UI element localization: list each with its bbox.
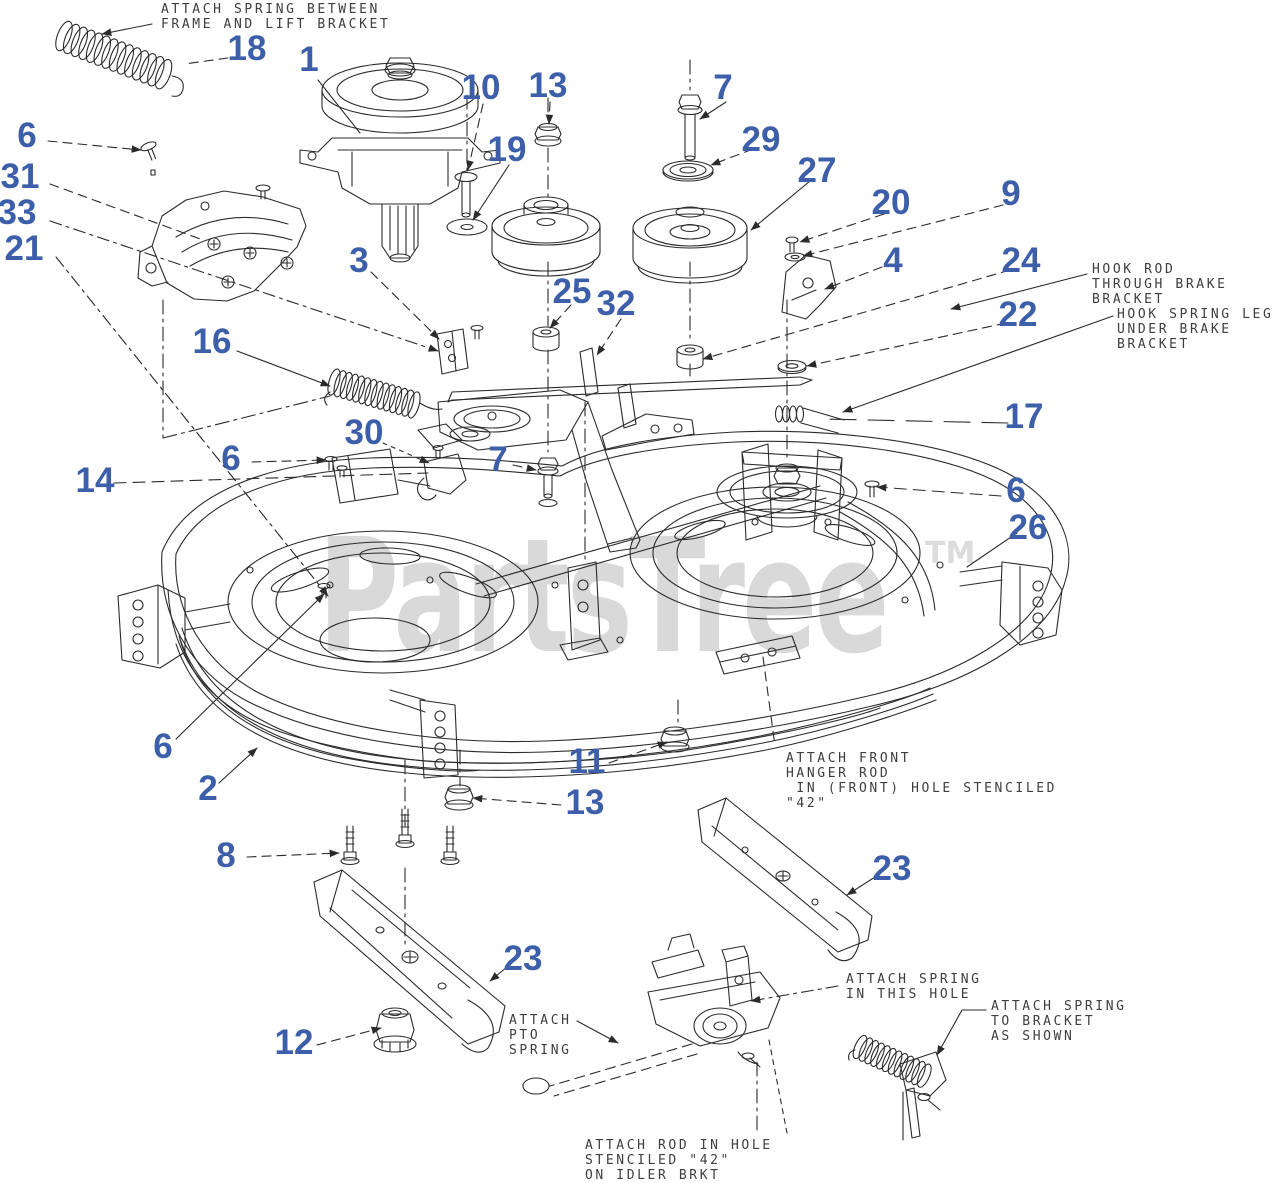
right-blade-chamber <box>629 486 921 620</box>
part-callout-6: 6 <box>1006 471 1026 510</box>
deck-shell <box>161 430 1070 772</box>
part-callout-33: 33 <box>0 193 37 232</box>
part-callout-24: 24 <box>1001 241 1041 280</box>
flat-washer-19 <box>446 218 488 236</box>
part-callout-1: 1 <box>299 40 319 79</box>
lift-spring-18 <box>55 20 173 90</box>
note-spring-bracket: ATTACH SPRING TO BRACKET AS SHOWN <box>991 999 1127 1044</box>
part-callout-12: 12 <box>274 1023 314 1062</box>
note-hook-rod: HOOK ROD THROUGH BRAKE BRACKET <box>1092 262 1228 307</box>
flange-nut-13b <box>444 784 474 811</box>
part-callout-16: 16 <box>192 322 232 361</box>
watermark-tm-mark: TM <box>925 536 976 571</box>
part-callout-21: 21 <box>4 229 44 268</box>
part-callout-20: 20 <box>871 183 911 222</box>
hex-bolt-top <box>677 94 703 161</box>
spring-18-hook <box>171 75 184 97</box>
note-hook-spring-leg: HOOK SPRING LEG UNDER BRAKE BRACKET <box>1117 307 1274 352</box>
part-callout-27: 27 <box>797 151 837 190</box>
idler-spring-16 <box>327 368 421 419</box>
note-attach-spring-frame: ATTACH SPRING BETWEEN FRAME AND LIFT BRA… <box>161 2 391 32</box>
part-callout-2: 2 <box>198 769 218 808</box>
left-blade <box>313 869 506 1053</box>
deck-belt <box>175 485 937 778</box>
part-callout-7: 7 <box>488 440 508 479</box>
brake-bracket-stack <box>774 236 845 434</box>
part-callout-22: 22 <box>998 295 1038 334</box>
spindle-assembly <box>299 57 501 263</box>
note-spring-hole: ATTACH SPRING IN THIS HOLE <box>846 972 982 1002</box>
note-pto-spring: ATTACH PTO SPRING <box>509 1013 572 1058</box>
right-blade <box>697 797 873 962</box>
idler-return-spring <box>852 1034 932 1088</box>
note-rod-hole: ATTACH ROD IN HOLE STENCILED "42" ON IDL… <box>585 1138 773 1183</box>
part-callout-6: 6 <box>153 727 173 766</box>
left-blade-chamber <box>227 530 539 674</box>
part-callout-23: 23 <box>503 939 543 978</box>
part-callout-26: 26 <box>1008 508 1048 547</box>
construction-lines <box>162 59 788 1133</box>
leader-lines <box>47 23 1114 1134</box>
part-callout-32: 32 <box>596 284 636 323</box>
support-bracket-3 <box>436 324 484 375</box>
part-callout-8: 8 <box>216 836 236 875</box>
part-callout-17: 17 <box>1004 397 1044 436</box>
part-callout-23: 23 <box>872 849 912 888</box>
deck-lift-bracket <box>137 184 307 302</box>
part-callout-11: 11 <box>568 742 606 781</box>
part-callout-7: 7 <box>713 68 733 107</box>
rear-center-bracket <box>559 561 609 661</box>
frame-weldment <box>417 326 813 553</box>
part-callout-6: 6 <box>221 439 241 478</box>
part-callout-25: 25 <box>552 272 592 311</box>
blade-lock-nut <box>373 1007 417 1053</box>
part-callout-31: 31 <box>0 157 40 196</box>
part-callout-4: 4 <box>883 241 903 280</box>
part-callout-13: 13 <box>528 66 568 105</box>
spring-anchor-bracket <box>899 1051 947 1141</box>
blade-bolts <box>340 808 460 866</box>
cup-washer-29 <box>662 160 714 182</box>
part-callout-3: 3 <box>349 241 369 280</box>
part-callout-9: 9 <box>1001 174 1021 213</box>
part-callout-13: 13 <box>565 783 605 822</box>
part-callout-30: 30 <box>344 413 384 452</box>
shoulder-bolt <box>454 171 478 218</box>
front-hanger-bracket <box>389 689 459 779</box>
part-callout-14: 14 <box>75 461 115 500</box>
note-front-hanger-rod: ATTACH FRONT HANGER ROD IN (FRONT) HOLE … <box>786 751 1058 811</box>
rear-right-channel-bracket <box>715 635 801 675</box>
right-hanger-bracket <box>959 561 1063 646</box>
part-callout-10: 10 <box>461 68 501 107</box>
v-idler-pulley <box>491 196 601 277</box>
part-callout-18: 18 <box>227 29 267 68</box>
idler-brake-bracket-30 <box>324 444 467 504</box>
part-callout-29: 29 <box>741 120 781 159</box>
part-callout-6: 6 <box>17 116 37 155</box>
part-callout-19: 19 <box>487 130 527 169</box>
